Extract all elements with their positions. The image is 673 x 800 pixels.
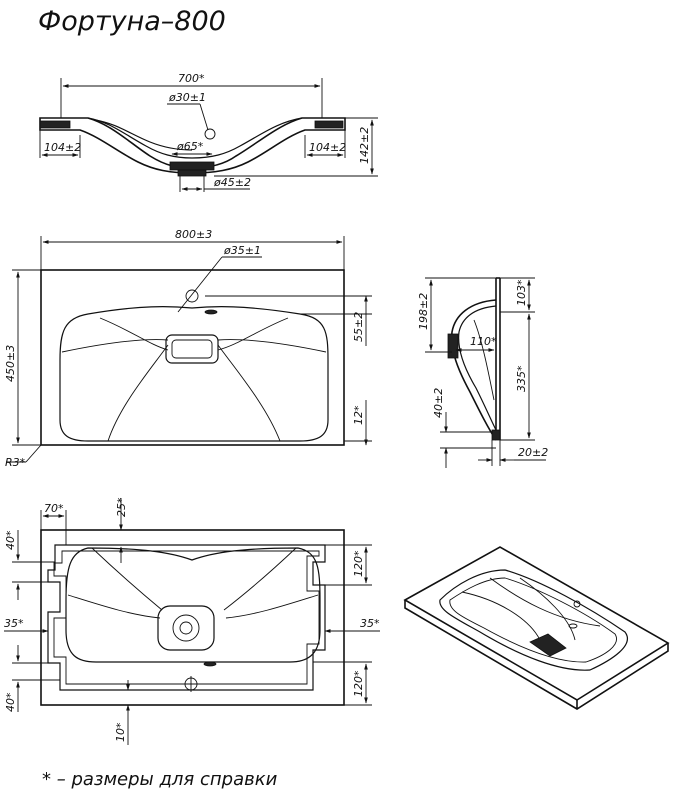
front-right-rim-label: 104±2 [309, 141, 346, 154]
top-bowl-top-label: 55±2 [352, 312, 365, 342]
front-outlet-label: ø45±2 [213, 176, 251, 189]
side-lower-height-label: 335* [515, 365, 528, 392]
drawing-title: Фортуна–800 [38, 6, 226, 37]
front-left-rim-label: 104±2 [44, 141, 81, 154]
top-hole-label: ø35±1 [223, 244, 261, 257]
bottom-left-side-label: 35* [4, 617, 24, 630]
top-depth-label: 450±3 [4, 345, 17, 382]
front-height-label: 142±2 [358, 127, 371, 164]
bottom-inset-label: 10* [114, 722, 127, 742]
front-hole-label: ø30±1 [168, 91, 206, 104]
bottom-right-bottom-label: 120* [352, 670, 365, 697]
bottom-view: 70* 25* 40* 35* 40* 120* 35* 120* [4, 497, 380, 745]
bottom-left-bottom-label: 40* [4, 692, 17, 712]
bottom-left-inset-label: 70* [44, 502, 64, 515]
side-rim-label: 103* [515, 279, 528, 306]
top-bowl-bottom-label: 12* [352, 405, 365, 425]
side-wall-label: 20±2 [518, 446, 548, 459]
bottom-right-top-label: 120* [352, 550, 365, 577]
front-width-label: 700* [178, 72, 205, 85]
front-drain-label: ø65* [176, 140, 204, 153]
front-view: 700* ø30±1 ø65* ø45±2 104±2 104±2 [39, 72, 378, 192]
side-view: 198±2 103* 110* 335* 40±2 20±2 [417, 277, 548, 468]
side-upper-height-label: 198±2 [417, 293, 430, 330]
footnote: * – размеры для справки [42, 769, 278, 790]
top-radius-label: R3* [5, 456, 26, 469]
isometric-view [403, 546, 670, 710]
bottom-right-side-label: 35* [360, 617, 380, 630]
top-view: 800±3 ø35±1 450±3 55±2 12* [4, 228, 372, 469]
bottom-top-inset-label: 25* [115, 497, 128, 517]
bottom-left-top-label: 40* [4, 530, 17, 550]
side-bottom-offset-label: 40±2 [432, 388, 445, 418]
top-width-label: 800±3 [175, 228, 212, 241]
side-drain-offset-label: 110* [470, 335, 497, 348]
